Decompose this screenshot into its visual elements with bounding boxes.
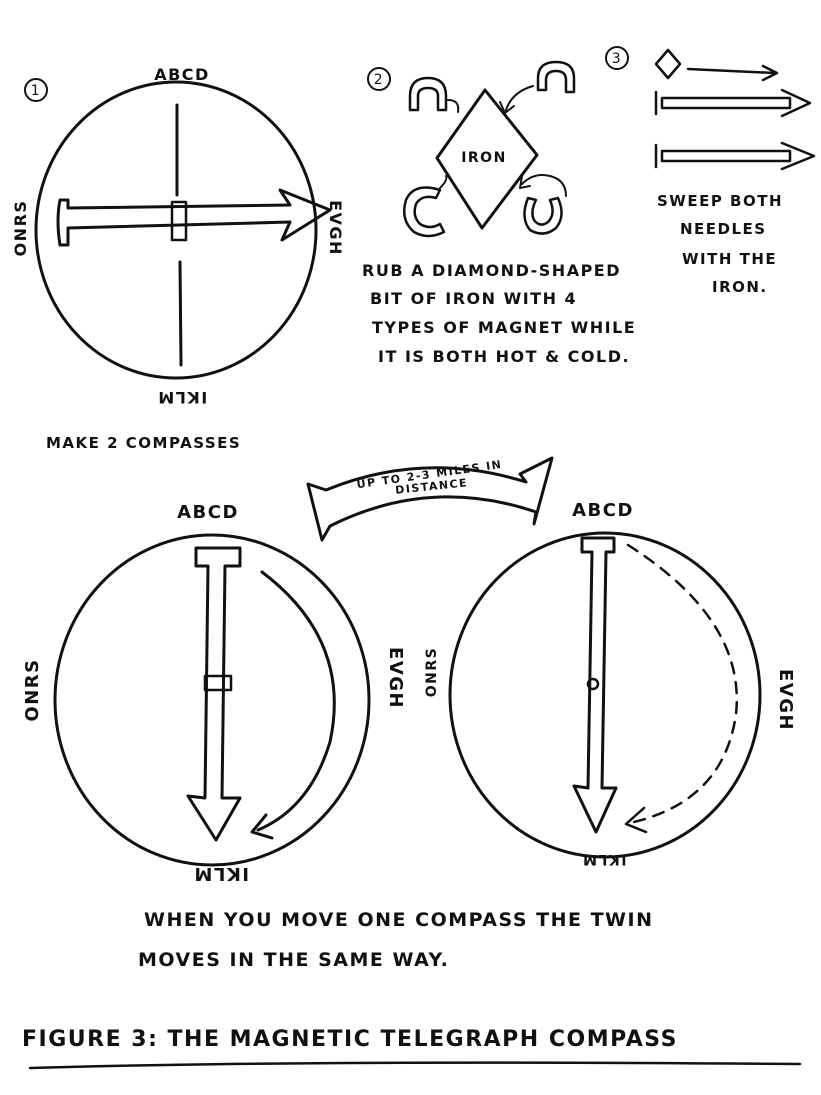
step3-number-circle [605, 46, 629, 70]
step2-caption-line: BIT OF IRON WITH 4 [370, 289, 577, 308]
right-label-east: EVGH [775, 669, 796, 731]
step1-compass-dial [34, 80, 318, 380]
step1-number: 1 [31, 83, 41, 99]
left-label-north: ABCD [177, 502, 239, 523]
step3-group: 3 SWEEP BOTH NEEDLES WITH THE IRON. [605, 46, 816, 296]
figure-title: FIGURE 3: THE MAGNETIC TELEGRAPH COMPASS [22, 1027, 678, 1052]
make-compasses-text: MAKE 2 COMPASSES [46, 434, 241, 452]
needle-icon [654, 141, 816, 171]
left-label-east: EVGH [385, 647, 406, 709]
step1-label-east: EVGH [326, 200, 345, 256]
step2-caption-line: RUB A DIAMOND-SHAPED [362, 261, 621, 280]
bottom-caption-line: WHEN YOU MOVE ONE COMPASS THE TWIN [144, 909, 654, 931]
step1-number-circle [24, 78, 48, 102]
left-label-south: IKLM [193, 863, 249, 884]
left-compass: ABCD EVGH IKLM ONRS [22, 502, 406, 884]
right-compass-needle [572, 536, 618, 834]
right-compass-dial [448, 531, 762, 859]
step1-label-west: ONRS [11, 200, 30, 257]
iron-diamond [435, 88, 539, 230]
step3-number: 3 [612, 51, 622, 67]
right-label-west: ONRS [424, 647, 440, 697]
step3-caption-line: WITH THE [682, 250, 777, 268]
right-label-south: IKLM [582, 851, 627, 867]
step3-caption-line: NEEDLES [680, 220, 767, 238]
step3-caption-line: SWEEP BOTH [657, 192, 783, 210]
figure-title-underline [28, 1061, 802, 1070]
magnet-icon [408, 76, 460, 113]
needle-icon [654, 88, 812, 118]
step2-number: 2 [374, 72, 384, 88]
left-label-west: ONRS [22, 658, 43, 721]
right-compass: ABCD EVGH IKLM ONRS [424, 500, 796, 867]
bottom-caption-line: MOVES IN THE SAME WAY. [138, 949, 449, 971]
left-rotation-arrow [250, 570, 336, 840]
right-label-north: ABCD [572, 500, 634, 521]
step1-label-north: ABCD [154, 65, 210, 84]
distance-double-arrow: UP TO 2-3 MILES IN DISTANCE [306, 456, 554, 542]
step1-axis-south [178, 260, 183, 367]
step1-label-south: IKLM [157, 388, 207, 407]
diamond-sweep-arrow [654, 48, 779, 82]
iron-label: IRON [461, 150, 507, 166]
left-compass-needle [186, 546, 242, 842]
magnet-icon [519, 174, 567, 235]
step3-caption-line: IRON. [712, 278, 768, 296]
step2-caption-line: IT IS BOTH HOT & COLD. [378, 347, 630, 366]
left-compass-dial [53, 533, 371, 867]
magnet-icon [403, 175, 448, 238]
step2-number-circle [367, 67, 391, 91]
step2-caption-line: TYPES OF MAGNET WHILE [372, 318, 636, 337]
step1-needle [56, 188, 332, 247]
right-rotation-arrow-dashed [624, 543, 739, 834]
step2-group: 2 IRON RUB A DIAMOND-SHAPED BIT OF IRON … [362, 60, 636, 366]
step1-group: 1 ABCD EVGH IKLM ONRS [11, 65, 345, 407]
magnet-icon [499, 60, 576, 114]
